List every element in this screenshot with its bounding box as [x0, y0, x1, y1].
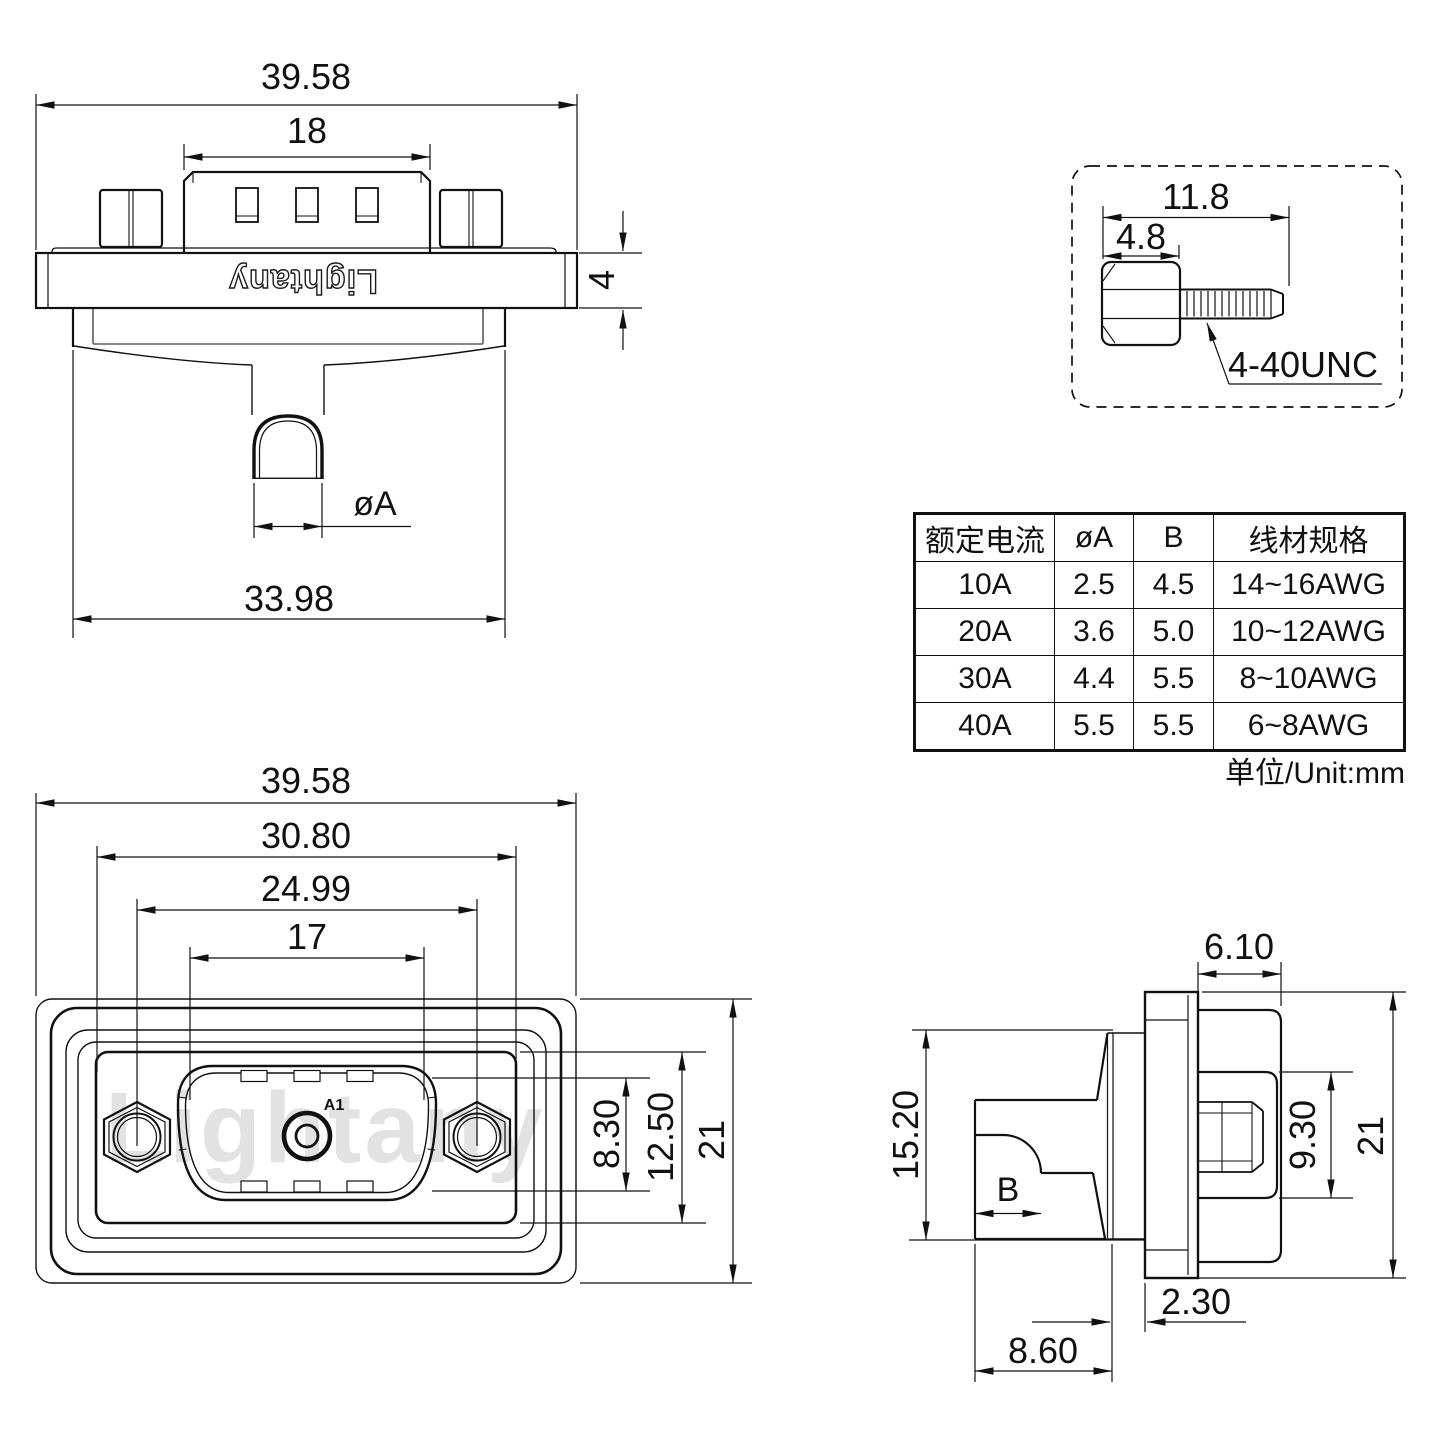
dim-pin-diameter-label: øA	[353, 485, 397, 523]
table-cell: 5.5	[1054, 702, 1134, 751]
pin-a1-label: A1	[323, 1097, 345, 1114]
table-cell: 10A	[914, 561, 1055, 609]
dim-flange-offset: 2.30	[1160, 1281, 1232, 1322]
table-cell: 4.4	[1054, 655, 1134, 703]
dim-barrel-width-label: B	[996, 1171, 1020, 1209]
dim-side-insert-height: 9.30	[1282, 1099, 1323, 1171]
dim-top-insert-width: 18	[286, 110, 328, 151]
top-view	[34, 94, 642, 638]
dim-insert-height: 12.50	[640, 1091, 681, 1183]
table-cell: 5.0	[1133, 608, 1214, 656]
screw-detail	[1071, 165, 1403, 408]
dim-side-overall-height: 21	[1350, 1115, 1391, 1157]
dim-front-overall-width: 39.58	[260, 760, 352, 801]
dim-shell-depth: 6.10	[1203, 926, 1275, 967]
thread-spec-label: 4-40UNC	[1227, 344, 1379, 385]
table-cell: 10~12AWG	[1213, 608, 1405, 656]
table-row: 10A 2.5 4.5 14~16AWG	[914, 561, 1405, 609]
side-view	[909, 962, 1406, 1382]
table-header-cell: 线材规格	[1213, 513, 1405, 562]
dim-front-panel-width: 30.80	[260, 815, 352, 856]
unit-note: 单位/Unit:mm	[1225, 757, 1405, 790]
table-cell: 6~8AWG	[1213, 702, 1405, 751]
power-contact-pin	[281, 1110, 333, 1162]
dim-mount-hole-spacing: 24.99	[260, 868, 352, 909]
table-cell: 8~10AWG	[1213, 655, 1405, 703]
table-cell: 3.6	[1054, 608, 1134, 656]
table-header-row: 额定电流 øA B 线材规格	[914, 513, 1405, 562]
table-header-cell: B	[1133, 513, 1214, 562]
table-cell: 20A	[914, 608, 1055, 656]
dim-rear-depth: 8.60	[1007, 1330, 1079, 1371]
hex-nut-right	[442, 1100, 512, 1174]
dim-screw-overall-length: 11.8	[1162, 176, 1230, 217]
dim-opening-height: 8.30	[586, 1098, 627, 1170]
dim-top-body-width: 33.98	[243, 578, 335, 619]
spec-table: 额定电流 øA B 线材规格 10A 2.5 4.5 14~16AWG 20A …	[913, 512, 1406, 752]
table-row: 20A 3.6 5.0 10~12AWG	[914, 608, 1405, 656]
dim-rear-height: 15.20	[885, 1089, 926, 1181]
dim-front-overall-height: 21	[691, 1119, 732, 1161]
dim-top-overall-width: 39.58	[260, 56, 352, 97]
dim-flange-thickness: 4	[581, 269, 622, 291]
table-row: 30A 4.4 5.5 8~10AWG	[914, 655, 1405, 703]
dim-screw-head-length: 4.8	[1115, 216, 1167, 257]
table-cell: 5.5	[1133, 655, 1214, 703]
table-row: 40A 5.5 5.5 6~8AWG	[914, 702, 1405, 751]
front-view	[35, 793, 752, 1284]
table-cell: 40A	[914, 702, 1055, 751]
table-cell: 14~16AWG	[1213, 561, 1405, 609]
flange-logo-text: Lightany	[227, 261, 378, 300]
table-header-cell: øA	[1054, 513, 1134, 562]
dim-opening-width: 17	[286, 916, 328, 957]
table-cell: 2.5	[1054, 561, 1134, 609]
table-header-cell: 额定电流	[914, 513, 1055, 562]
table-cell: 5.5	[1133, 702, 1214, 751]
table-cell: 30A	[914, 655, 1055, 703]
table-cell: 4.5	[1133, 561, 1214, 609]
